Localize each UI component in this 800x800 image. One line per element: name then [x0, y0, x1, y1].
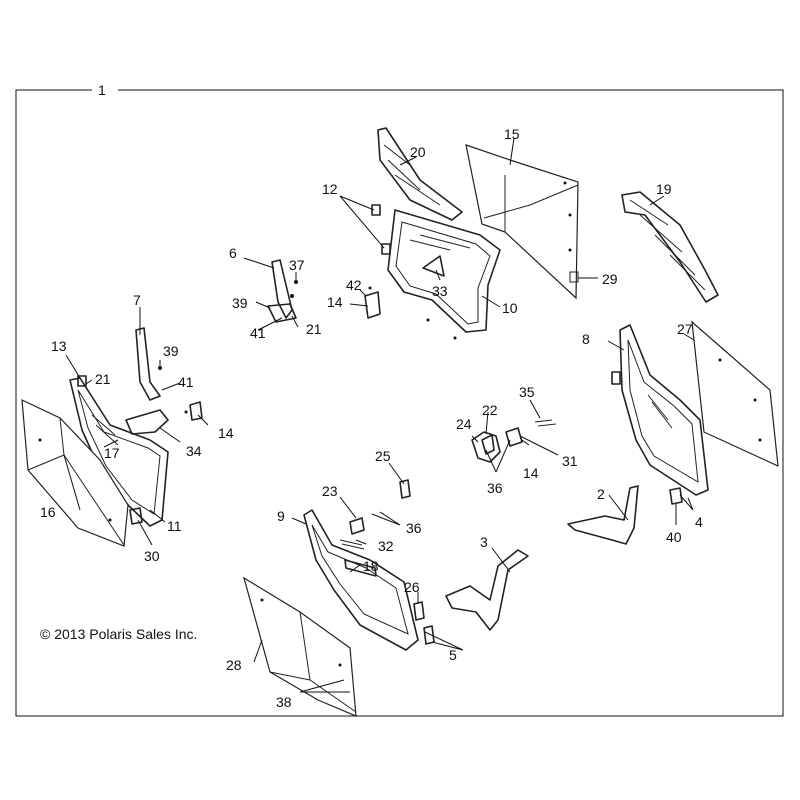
part-25-clip — [399, 479, 411, 499]
callout-7: 7 — [133, 292, 141, 308]
callout-33: 33 — [432, 283, 448, 299]
callout-40: 40 — [666, 529, 682, 545]
callout-12: 12 — [322, 181, 338, 197]
callout-17: 17 — [104, 445, 120, 461]
part-10-door-frame — [387, 209, 501, 340]
callout-24: 24 — [456, 416, 472, 432]
callout-14-left: 14 — [218, 425, 234, 441]
latch-assembly — [471, 419, 557, 463]
callout-4: 4 — [695, 514, 703, 530]
callout-38: 38 — [276, 694, 292, 710]
part-42-hinge — [364, 286, 381, 319]
callout-11: 11 — [167, 518, 182, 534]
part-23-latch — [339, 517, 365, 550]
callout-41-upper: 41 — [250, 325, 266, 341]
callout-5: 5 — [449, 647, 457, 663]
part-15-door-panel — [465, 144, 579, 300]
callout-36-lower: 36 — [406, 520, 422, 536]
callout-18: 18 — [363, 558, 379, 574]
part-27-door-panel — [691, 320, 779, 467]
callout-10: 10 — [502, 300, 518, 316]
callout-32: 32 — [378, 538, 394, 554]
callout-numbers: 2 3 4 5 6 7 8 9 10 11 12 13 14 14 14 15 … — [40, 126, 703, 710]
part-40-bracket — [669, 487, 683, 505]
part-19-net — [621, 191, 719, 303]
assembly-frame: 1 — [15, 82, 784, 717]
callout-16: 16 — [40, 504, 56, 520]
part-30-clip — [129, 507, 143, 525]
callout-25: 25 — [375, 448, 391, 464]
callout-14-upper: 14 — [327, 294, 343, 310]
copyright-text: © 2013 Polaris Sales Inc. — [40, 626, 197, 642]
callout-39-left: 39 — [163, 343, 179, 359]
part-2-hinge-arm — [567, 485, 639, 545]
callout-35: 35 — [519, 384, 535, 400]
callout-23: 23 — [322, 483, 338, 499]
callout-30: 30 — [144, 548, 160, 564]
callout-34: 34 — [186, 443, 202, 459]
callout-36-latch: 36 — [487, 480, 503, 496]
part-8-door-frame — [611, 324, 709, 496]
callout-28: 28 — [226, 657, 242, 673]
callout-27: 27 — [677, 321, 693, 337]
assembly-label: 1 — [98, 82, 106, 98]
callout-42: 42 — [346, 277, 362, 293]
part-14-latch-left — [184, 401, 203, 421]
callout-26: 26 — [404, 579, 420, 595]
part-16-door-panel — [21, 399, 129, 547]
callout-15: 15 — [504, 126, 520, 142]
leader-lines — [63, 137, 695, 693]
part-9-door-frame — [303, 509, 419, 651]
callout-2: 2 — [597, 486, 605, 502]
part-20-upper-frame — [377, 127, 463, 221]
callout-41-left: 41 — [178, 374, 194, 390]
part-7-hinge — [135, 327, 162, 401]
callout-37: 37 — [289, 257, 305, 273]
callout-3: 3 — [480, 534, 488, 550]
callout-14-latch: 14 — [523, 465, 539, 481]
callout-21-upper: 21 — [306, 321, 322, 337]
part-34-handle — [125, 409, 169, 435]
callout-29: 29 — [602, 271, 618, 287]
callout-9: 9 — [277, 508, 285, 524]
callout-39-upper: 39 — [232, 295, 248, 311]
part-12-hinges — [371, 204, 391, 255]
callout-31: 31 — [562, 453, 578, 469]
callout-6: 6 — [229, 245, 237, 261]
callout-21-left: 21 — [95, 371, 111, 387]
part-28-door-panel — [243, 576, 357, 717]
callout-19: 19 — [656, 181, 672, 197]
part-3-hinge-arm — [445, 549, 529, 631]
callout-20: 20 — [410, 144, 426, 160]
callout-13: 13 — [51, 338, 67, 354]
callout-8: 8 — [582, 331, 590, 347]
callout-22: 22 — [482, 402, 498, 418]
